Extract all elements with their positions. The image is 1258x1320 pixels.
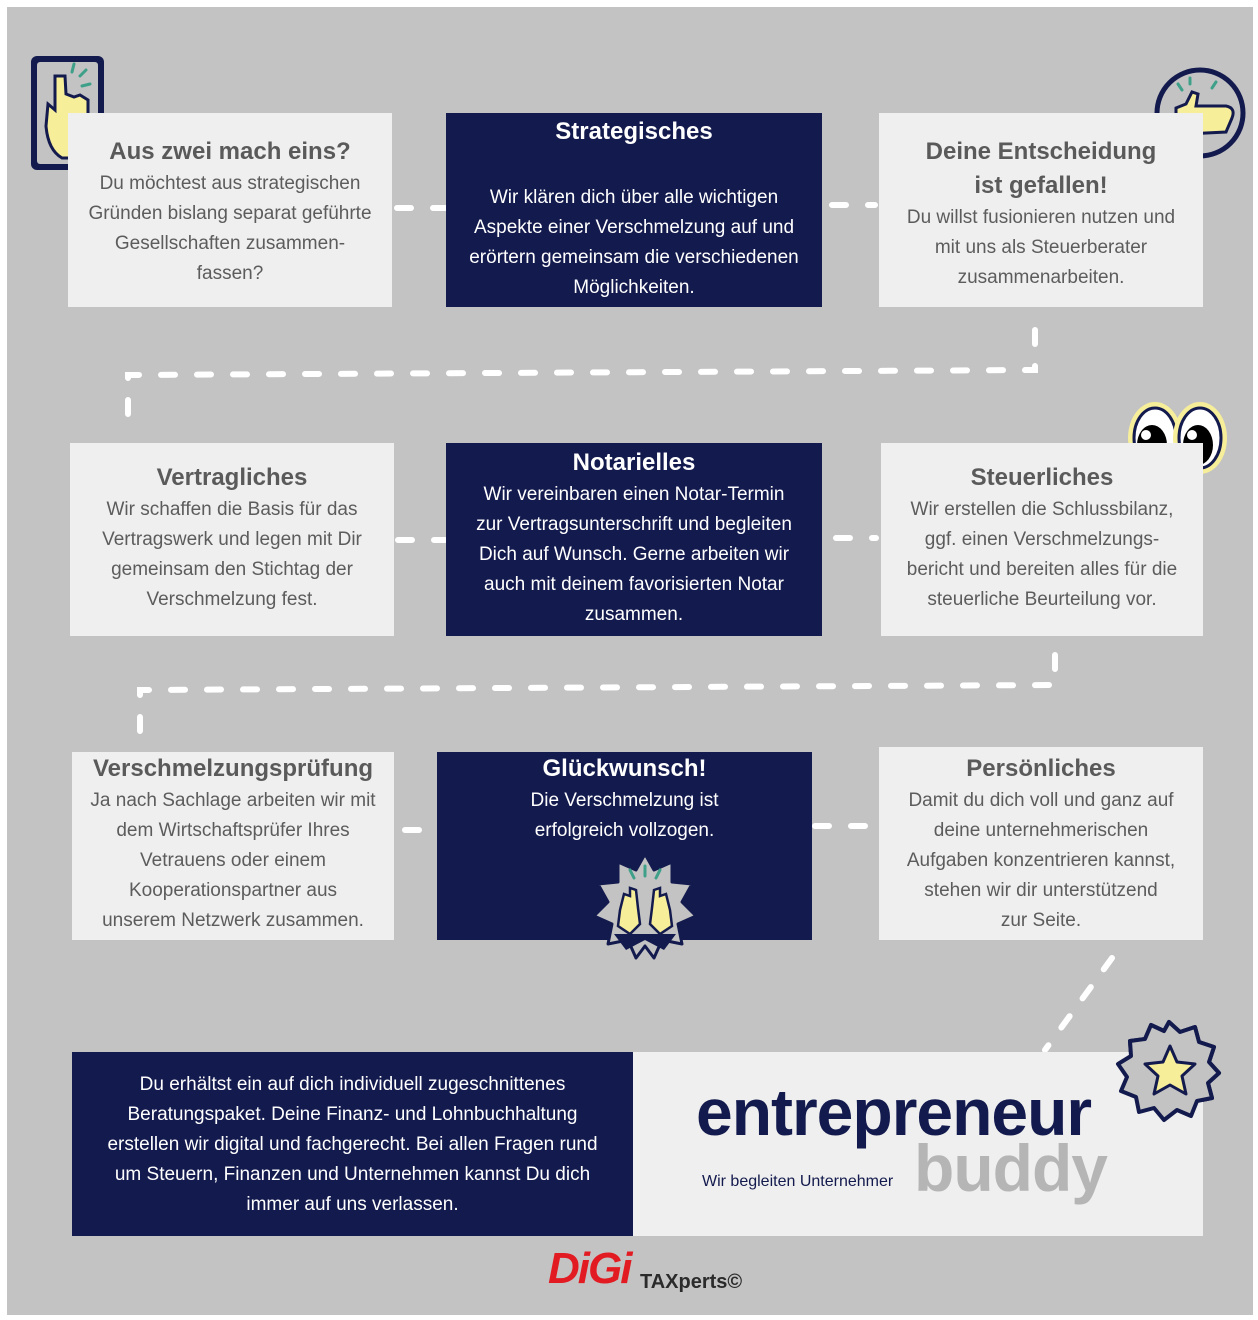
step-title: Verschmelzungsprüfung [92, 755, 374, 782]
digi-logo: DiGi [548, 1244, 632, 1293]
step-box-notarielles: Notarielles Wir vereinbaren einen Notar-… [446, 443, 822, 636]
footer-summary-box [72, 1052, 633, 1236]
step-text: Wir klären dich über alle wichtigen Aspe… [469, 187, 799, 298]
step-title: Aus zwei mach eins? [109, 138, 351, 165]
step-text: Wir schaffen die Basis für das Vertragsw… [102, 499, 362, 610]
brand-logo-buddy: buddy [914, 1131, 1108, 1205]
step-box-verschmelzungspruefung: Verschmelzungsprüfung Ja nach Sachlage a… [72, 752, 394, 940]
step-title: Persönliches [966, 755, 1116, 782]
step-title: Glückwunsch! [542, 755, 707, 782]
step-box-vertragliches: Vertragliches Wir schaffen die Basis für… [70, 443, 394, 636]
step-title: Strategisches [555, 118, 713, 145]
taxperts-logo: TAXperts© [640, 1271, 743, 1293]
step-title: Vertragliches [156, 464, 308, 491]
step-text: Du willst fusionieren nutzen und mit uns… [906, 207, 1176, 288]
step-title: Steuerliches [970, 464, 1114, 491]
brand-tagline: Wir begleiten Unternehmer [702, 1173, 894, 1190]
step-box-entscheidung: Deine Entscheidung ist gefallen! Du will… [879, 113, 1203, 307]
step-box-strategisches: Strategisches Wir klären dich über alle … [446, 113, 822, 307]
step-text: Du möchtest aus strategischen Gründen bi… [88, 173, 372, 284]
step-text: Wir erstellen die Schlussbilanz, ggf. ei… [906, 499, 1178, 610]
step-text: Die Verschmelzung ist erfolgreich vollzo… [530, 790, 719, 841]
step-box-persoenliches: Persönliches Damit du dich voll und ganz… [879, 747, 1203, 940]
star-badge-icon [1116, 1020, 1221, 1122]
step-title: Deine Entscheidung ist gefallen! [925, 138, 1157, 199]
brand-logo-entrepreneur: entrepreneur [696, 1075, 1092, 1149]
step-box-aus-zwei-mach-eins: Aus zwei mach eins? Du möchtest aus stra… [68, 113, 392, 307]
brand-panel [633, 1052, 1203, 1236]
footer-summary-text: Du erhältst ein auf dich individuell zug… [107, 1074, 598, 1215]
step-title: Notarielles [572, 449, 696, 476]
celebration-hands-badge-icon [592, 852, 698, 960]
step-text: Wir vereinbaren einen Notar-Termin zur V… [476, 484, 792, 625]
step-box-steuerliches: Steuerliches Wir erstellen die Schlussbi… [881, 443, 1203, 636]
step-text: Damit du dich voll und ganz auf deine un… [906, 790, 1176, 931]
dashed-connectors [125, 202, 1115, 1053]
step-text: Ja nach Sachlage arbeiten wir mit dem Wi… [90, 790, 376, 931]
